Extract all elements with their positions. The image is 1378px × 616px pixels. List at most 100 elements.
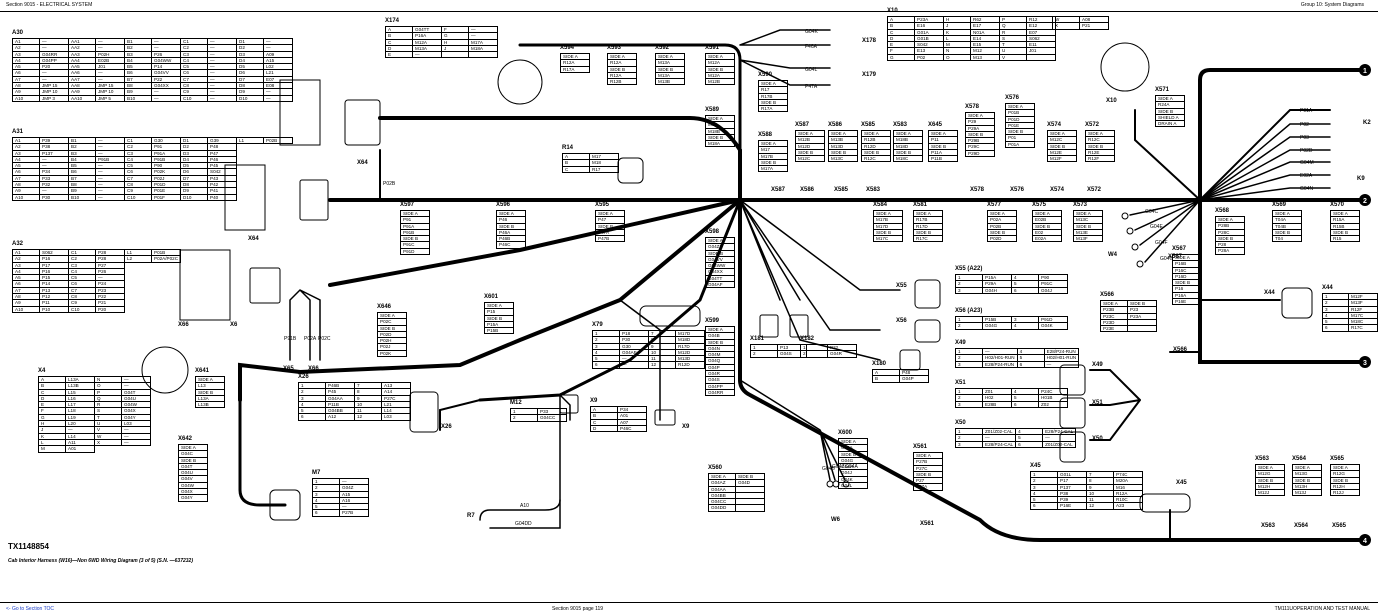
table-row: R17B [758,92,788,100]
table-cell: 3 [955,286,983,294]
table-cell: SIDE B [913,228,943,237]
connector-x182 [789,314,809,338]
branch-r7b [489,499,561,529]
wire-p02: P02 [1300,122,1309,128]
label-k9: K9 [1357,176,1365,182]
table-cell: P10 [39,305,69,313]
connector-m7 [269,489,301,521]
table-cell: G04G [982,322,1012,330]
label-x566b: X566 [1173,347,1188,353]
table-cell: SIDE A [595,209,625,218]
table-cell: SIDE A [178,443,208,452]
table-cell: G04R [705,370,735,378]
table-row: R12B [607,78,637,86]
table-cell: R12J [1330,489,1360,497]
table-row: M18C [893,155,923,163]
table-row: P15A [484,320,514,329]
wire-w4-a: G04C [1145,209,1158,215]
table-cell: L1 [236,136,264,145]
table-row: G04A [838,444,868,452]
table-cell: L13 [195,382,225,390]
table-cell: P23 [95,286,125,295]
table-row: SIDE B [795,148,825,157]
table-cell: G04T [121,388,151,396]
table-cell: G04D [735,479,765,487]
label-x49c: X49 [1092,362,1103,368]
table-cell: M12D [675,348,705,357]
table-row: M12F [1047,155,1077,163]
table-row: SIDE A [178,443,208,452]
footer-page: Section 9015 page 119 [552,606,604,612]
table-cell: 12 [354,413,382,421]
table-cell: G04R [827,350,857,358]
table-cell: SIDE B [1172,279,1202,287]
table-cell: P27C [381,394,411,402]
table-cell: M12H [1255,482,1285,491]
title-x596: X596 [496,202,511,208]
wire-p01a: P01A [1300,108,1313,114]
connector-x66-grid [179,249,231,321]
table-row: G04VV [705,255,735,264]
toc-link[interactable]: <- Go to Section TOC [6,606,55,612]
table-cell: M18A [468,44,498,53]
table-row: SIDE A [195,375,225,384]
table-cell: SIDE B [873,228,903,237]
wire-p02c: P02C [318,336,331,342]
table-cell: P16E [1172,298,1202,306]
branch-x65 [289,289,321,361]
label-x66b: X66 [308,366,319,372]
title-x597: X597 [400,202,415,208]
table-cell: E07 [263,75,293,84]
table-row: R12G [1330,470,1360,478]
connector-x181 [759,314,779,338]
table-row: SIDE A [913,209,943,218]
table-row: M13G [1292,470,1322,478]
table-cell: P90 [1038,273,1068,282]
table-cell: R17 [589,165,619,173]
table-cell: M12B [795,136,825,144]
table-cell: E28B [982,400,1012,408]
label-x179: X179 [862,72,877,78]
title-x55: X55 (A22) [955,266,983,272]
marker-2 [1359,194,1371,206]
header-section: Section 9015 - ELECTRICAL SYSTEM [6,2,93,8]
branch-x174 [739,29,831,86]
table-row: R12C [861,155,891,163]
table-row: P27B [913,458,943,466]
title-x645: X645 [928,122,943,128]
table-cell: M13C [828,155,858,163]
table-cell: G04XX [705,268,735,276]
table-row: SIDE A [607,52,637,61]
title-x594: X594 [560,45,575,51]
table-cell: G04W [178,481,208,490]
table-cell: SIDE A [484,301,514,310]
table-cell: M12B [705,78,735,86]
table-cell: P27B [339,509,369,517]
table-row: SIDE B [758,98,788,107]
marker-3-label: 3 [1363,360,1367,367]
table-row: R12A [607,59,637,67]
table-cell: SIDE A [893,129,923,138]
table-cell: R12A [1113,489,1143,498]
table-row: SIDE B [1073,222,1103,230]
table-cell: SIDE B [705,65,735,73]
table-cell: SIDE A [928,129,958,138]
title-x568: X568 [1215,208,1230,214]
table-cell: P27 [913,477,943,485]
table-cell: L03 [381,413,411,421]
label-r7: R7 [467,513,475,519]
table-cell: 2 [800,350,828,358]
table-cell: — [339,503,369,511]
